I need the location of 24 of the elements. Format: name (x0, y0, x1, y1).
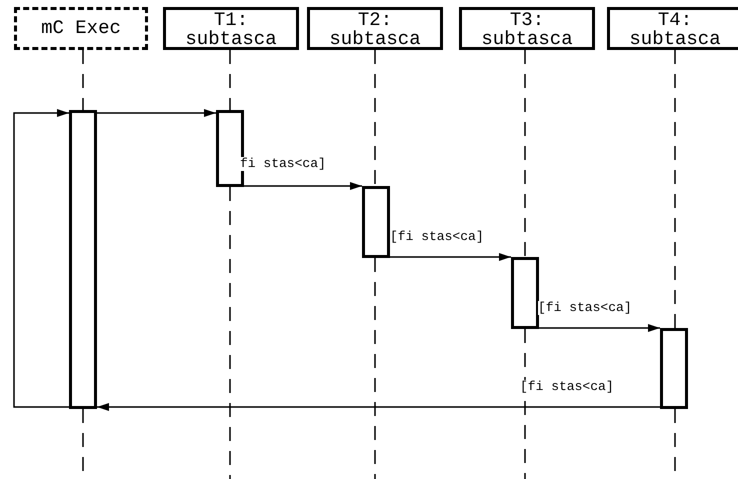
lifeline-header: T4: subtasca (607, 7, 738, 50)
lifeline (82, 50, 84, 110)
lifeline (374, 50, 376, 186)
activation-bar (69, 110, 97, 409)
edge-label: [fi stas<ca] (390, 230, 484, 244)
lifeline-header: T3: subtasca (459, 7, 595, 50)
edge-label: [fi stas<ca] (538, 301, 632, 315)
message-arrow (97, 109, 216, 117)
message-arrow (244, 182, 362, 190)
lifeline-header: T2: subtasca (307, 7, 443, 50)
message-arrow (97, 403, 660, 411)
activation-bar (362, 186, 390, 258)
lifeline-header: mC Exec (14, 7, 148, 50)
edge-label: fi stas<ca] (240, 157, 326, 171)
lifeline (674, 50, 676, 328)
lifeline (524, 50, 526, 257)
lifeline-header: T1: subtasca (163, 7, 299, 50)
message-arrow (390, 253, 511, 261)
edge-label: [fi stas<ca] (520, 380, 614, 394)
activation-bar (660, 328, 688, 409)
activation-bar (511, 257, 539, 329)
message-arrow (539, 324, 660, 332)
message-arrow (13, 109, 69, 408)
lifeline (229, 50, 231, 110)
